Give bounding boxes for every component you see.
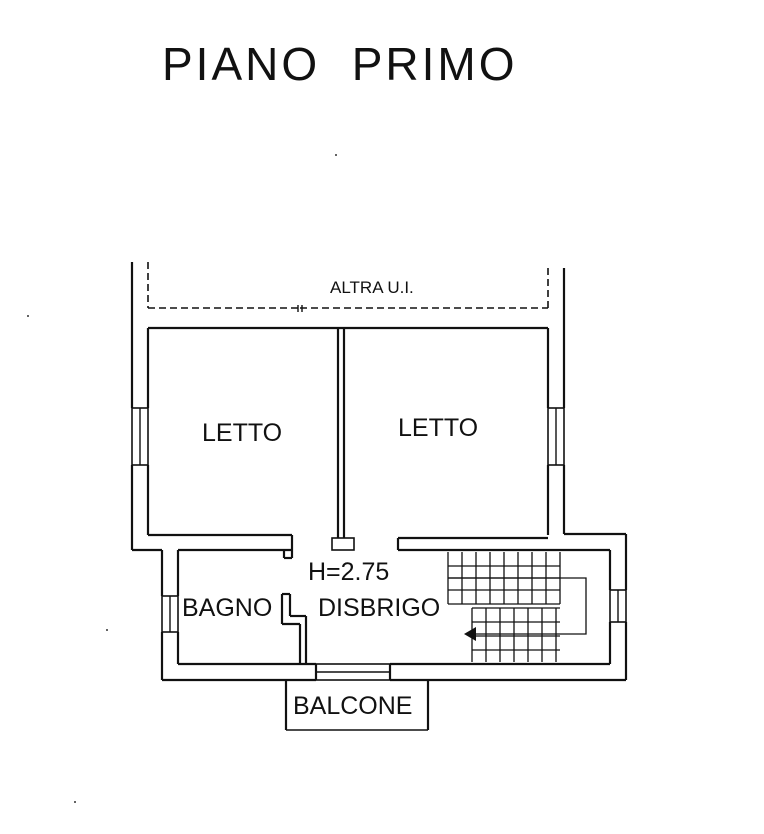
balcony-outline bbox=[284, 680, 430, 731]
plan-title: PIANO PRIMO bbox=[162, 38, 517, 90]
neighbor-unit-label: ALTRA U.I. bbox=[330, 278, 414, 297]
label-bathroom: BAGNO bbox=[182, 594, 272, 622]
bathroom-partition bbox=[280, 592, 308, 664]
scan-specks bbox=[27, 154, 337, 803]
neighbor-unit-boundary bbox=[147, 262, 549, 312]
outer-walls bbox=[130, 262, 628, 682]
label-bedroom-left: LETTO bbox=[202, 419, 282, 447]
bathroom-door-jamb bbox=[282, 535, 294, 560]
staircase bbox=[447, 552, 587, 662]
label-bedroom-right: LETTO bbox=[398, 414, 478, 442]
stair-direction-arrow bbox=[464, 627, 476, 641]
label-height: H=2.75 bbox=[308, 558, 389, 586]
label-hallway: DISBRIGO bbox=[318, 594, 440, 622]
label-balcony: BALCONE bbox=[293, 692, 412, 720]
bedroom-partition bbox=[331, 328, 355, 551]
